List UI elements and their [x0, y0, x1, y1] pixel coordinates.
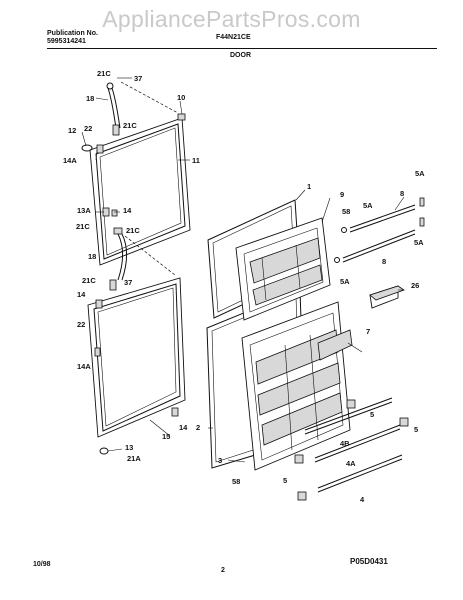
callout-5: 5 — [414, 425, 418, 434]
callout-13: 13 — [125, 443, 133, 452]
callout-18: 18 — [86, 94, 94, 103]
callout-8: 8 — [400, 189, 404, 198]
fresh-food-liner — [241, 301, 353, 471]
callout-14A: 14A — [63, 156, 77, 165]
section-title: DOOR — [230, 52, 251, 59]
callout-15: 15 — [162, 432, 170, 441]
callout-14: 14 — [179, 423, 188, 432]
model-number: F44N21CE — [216, 34, 251, 41]
callout-5A: 5A — [363, 201, 373, 210]
callout-14: 14 — [123, 206, 132, 215]
footer-date: 10/98 — [33, 561, 51, 568]
callout-26: 26 — [411, 281, 419, 290]
callout-14: 14 — [77, 290, 86, 299]
callout-21C: 21C — [76, 222, 90, 231]
callout-7: 7 — [366, 327, 370, 336]
shelf-bars-upper — [334, 197, 425, 263]
callout-5: 5 — [370, 410, 374, 419]
callout-21C: 21C — [123, 121, 137, 130]
callout-4B: 4B — [340, 439, 350, 448]
callout-21A: 21A — [127, 454, 141, 463]
footer-drawing-code: P05D0431 — [350, 557, 388, 566]
callout-2: 2 — [196, 423, 200, 432]
callout-14A: 14A — [77, 362, 91, 371]
callout-18: 18 — [88, 252, 96, 261]
callout-4: 4 — [360, 495, 365, 504]
callout-5: 5 — [283, 476, 287, 485]
leader-lines — [81, 77, 405, 463]
callout-22: 22 — [84, 124, 92, 133]
callout-1: 1 — [307, 182, 311, 191]
freezer-door-panel — [89, 117, 191, 266]
callout-11: 11 — [192, 156, 200, 165]
watermark-text: AppliancePartsPros.com — [102, 6, 361, 32]
callout-58: 58 — [232, 477, 240, 486]
header-rule — [47, 48, 437, 49]
publication-number: 5995314241 — [47, 38, 86, 45]
callout-13A: 13A — [77, 206, 91, 215]
callout-10: 10 — [177, 93, 185, 102]
callout-58: 58 — [342, 207, 350, 216]
callout-21C: 21C — [126, 226, 140, 235]
callout-5A: 5A — [414, 238, 424, 247]
callout-21C: 21C — [97, 69, 111, 78]
callout-3: 3 — [218, 456, 222, 465]
callout-9: 9 — [340, 190, 344, 199]
callout-22: 22 — [77, 320, 85, 329]
callout-12: 12 — [68, 126, 76, 135]
callout-5A: 5A — [340, 277, 350, 286]
footer-page-number: 2 — [221, 567, 225, 574]
callout-37: 37 — [134, 74, 142, 83]
callout-5A: 5A — [415, 169, 425, 178]
callout-21C: 21C — [82, 276, 96, 285]
publication-label: Publication No. — [47, 30, 98, 37]
callout-37: 37 — [124, 278, 132, 287]
freezer-liner — [235, 217, 331, 321]
callout-4A: 4A — [346, 459, 356, 468]
fresh-food-hinge-parts — [94, 227, 179, 455]
freezer-hinge-parts — [81, 81, 186, 217]
butter-compartment — [369, 285, 405, 309]
callout-labels: 21C 37 18 10 12 22 21C 14A 11 13A 14 21C… — [63, 69, 425, 504]
fresh-food-door-panel — [87, 277, 186, 438]
callout-8: 8 — [382, 257, 386, 266]
shelf-bars-lower — [294, 397, 409, 501]
